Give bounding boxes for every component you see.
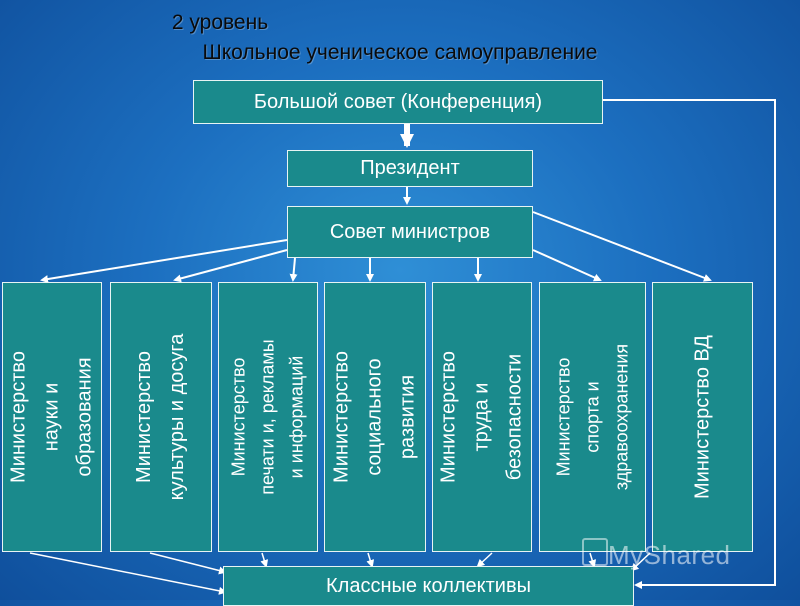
ministry-label: Министерство спорта и здравоохранения [553,343,631,491]
ministry-box: Министерство науки и образования [2,282,102,552]
ministers-council-box: Совет министров [287,206,533,258]
ministry-box: Министерство печати и, рекламы и информа… [218,282,318,552]
arrow-to-ministry-3 [289,257,298,282]
president-box: Президент [287,150,533,187]
arrow-m6-classes [588,552,597,568]
arrow-to-ministry-6 [532,249,602,282]
arrow-m5-classes [476,552,493,568]
ministry-label: Министерство культуры и досуга [133,333,188,501]
ministry-box: Министерство ВД [652,282,753,552]
ministry-box: Министерство культуры и досуга [110,282,212,552]
ministry-label: Министерство науки и образования [7,351,96,483]
arrow-m4-classes [366,552,375,568]
ministry-label: Министерство труда и безопасности [437,351,526,483]
watermark: MyShared [608,540,731,570]
classes-box: Классные коллективы [223,566,634,606]
ministry-box: Министерство труда и безопасности [432,282,532,552]
watermark-icon [582,538,608,566]
ministry-label: Министерство ВД [691,335,713,499]
ministry-box: Министерство спорта и здравоохранения [539,282,646,552]
ministry-label: Министерство социального развития [330,351,419,483]
arrow-to-ministry-1 [40,239,288,283]
arrow-m3-classes [260,552,269,568]
diagram-title: Школьное ученическое самоуправление [202,41,598,64]
arrow-council-classes-loop [603,99,776,589]
ministry-box: Министерство социального развития [324,282,426,552]
arrow-to-ministry-7 [532,211,712,282]
arrow-m7-classes [630,552,651,572]
council-box: Большой совет (Конференция) [193,80,603,124]
level-title: 2 уровень [171,11,269,34]
arrow-m1-classes [29,552,227,595]
ministry-label: Министерство печати и, рекламы и информа… [228,339,307,495]
arrow-to-ministry-2 [173,249,288,283]
arrow-m2-classes [149,552,227,575]
